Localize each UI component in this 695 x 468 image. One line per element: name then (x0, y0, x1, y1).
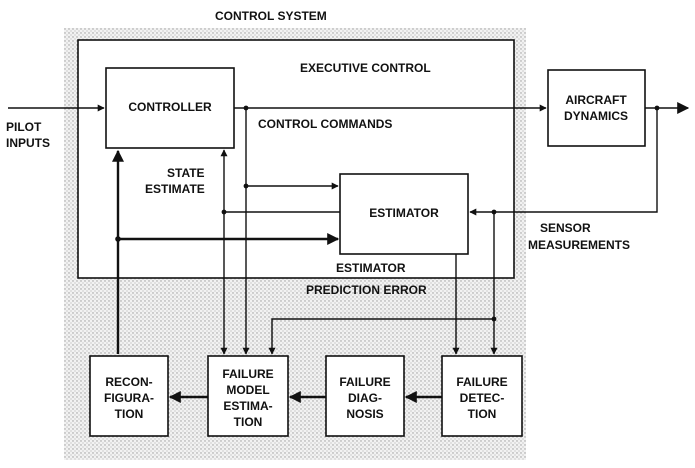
estimator-label: ESTIMATOR (369, 206, 439, 220)
failure-diagnosis-label-line1: FAILURE (339, 375, 390, 389)
failure-detection-label-line2: DETEC- (460, 391, 505, 405)
reconfiguration-label-line3: TION (115, 407, 144, 421)
failure-model-estimation-block (207, 355, 289, 437)
failure-model-label-line1: FAILURE (222, 367, 273, 381)
control-commands-label: CONTROL COMMANDS (258, 117, 392, 131)
sensor-to-failure-model-line (268, 318, 494, 355)
executive-control-label: EXECUTIVE CONTROL (300, 61, 431, 75)
reconfiguration-junction (115, 236, 121, 242)
pilot-inputs-label-line1: PILOT (6, 120, 42, 134)
failure-detection-label-line3: TION (468, 407, 497, 421)
state-estimate-junction (221, 209, 227, 215)
prediction-error-label-line2: PREDICTION ERROR (306, 283, 427, 297)
sensor-feedback-line (469, 108, 658, 216)
prediction-error-label-line1: ESTIMATOR (336, 261, 406, 275)
aircraft-dynamics-label-line1: AIRCRAFT (565, 93, 627, 107)
pilot-inputs-label-line2: INPUTS (6, 136, 50, 150)
failure-model-label-line3: ESTIMA- (223, 399, 272, 413)
control-system-title: CONTROL SYSTEM (215, 9, 327, 23)
failure-model-label-line2: MODEL (226, 383, 269, 397)
estimator-input-junction (243, 183, 249, 189)
state-estimate-label-line1: STATE (167, 166, 205, 180)
state-estimate-label-line2: ESTIMATE (145, 182, 205, 196)
controller-block (105, 67, 235, 149)
reconfiguration-block (89, 355, 169, 437)
aircraft-dynamics-label-line2: DYNAMICS (564, 109, 628, 123)
estimator-block (339, 173, 469, 255)
failure-detection-block (441, 355, 523, 437)
failure-diagnosis-label-line3: NOSIS (346, 407, 383, 421)
reconfiguration-label-line2: FIGURA- (104, 391, 154, 405)
aircraft-dynamics-block (547, 69, 646, 147)
sensor-failure-model-junction (491, 316, 497, 322)
reconfiguration-label-line1: RECON- (105, 375, 152, 389)
sensor-measurements-label-line1: SENSOR (540, 221, 591, 235)
failure-model-label-line4: TION (234, 415, 263, 429)
failure-diagnosis-block (325, 355, 405, 437)
controller-label: CONTROLLER (128, 100, 212, 114)
sensor-measurements-label-line2: MEASUREMENTS (528, 238, 630, 252)
failure-diagnosis-label-line2: DIAG- (348, 391, 382, 405)
failure-detection-label-line1: FAILURE (456, 375, 507, 389)
